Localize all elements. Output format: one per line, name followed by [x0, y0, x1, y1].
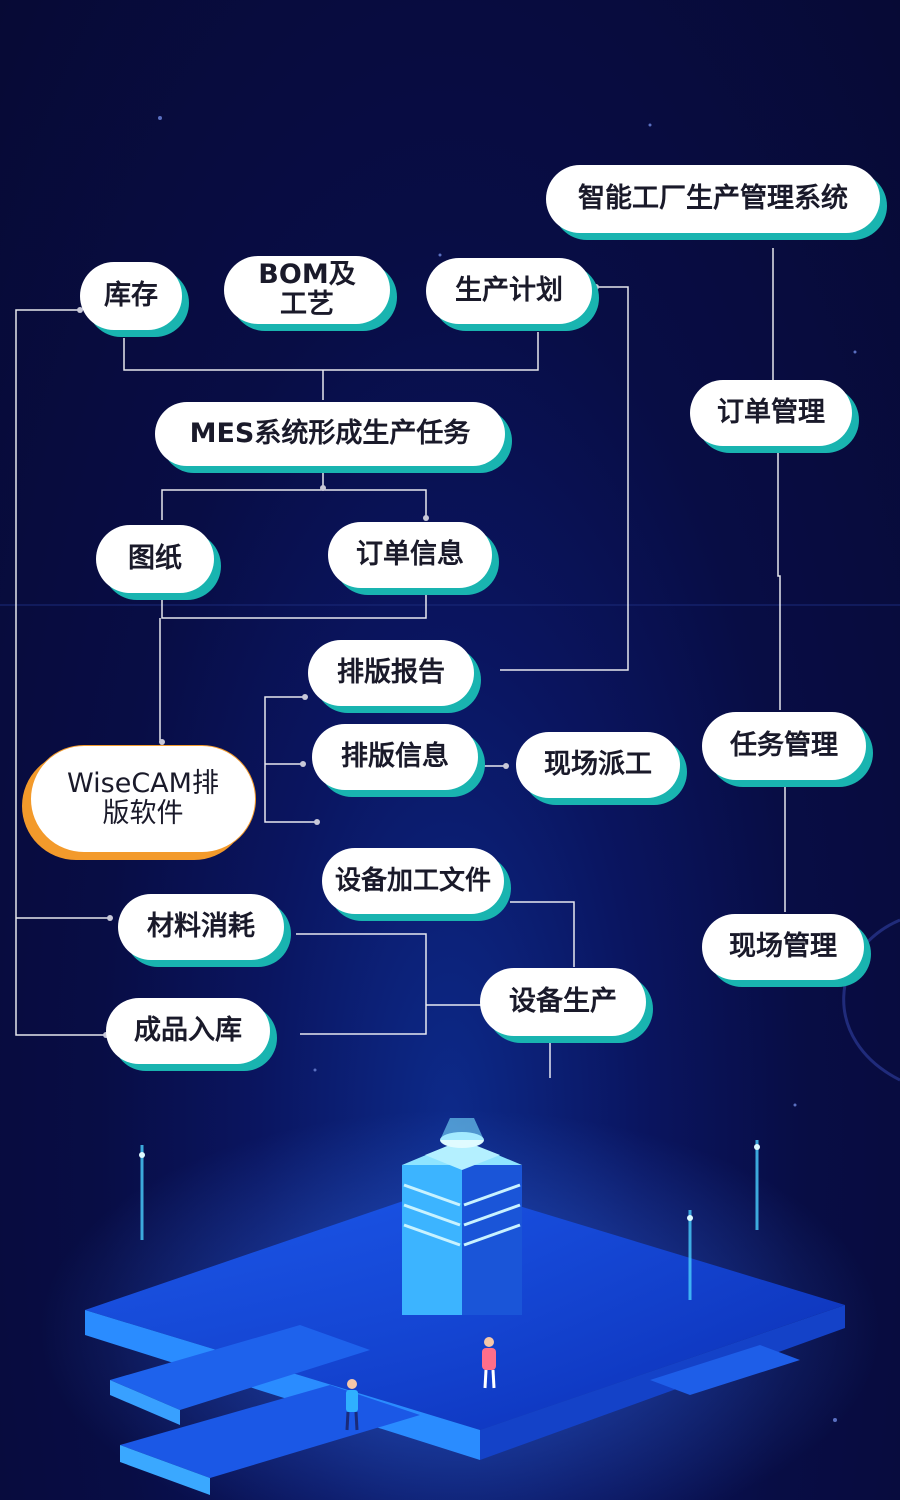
connector-dots	[77, 284, 599, 1038]
node-wisecam-line2: 版软件	[102, 798, 184, 829]
node-production-plan: 生产计划	[426, 258, 592, 324]
node-finished-storage: 成品入库	[106, 998, 270, 1064]
node-bom-line2: 工艺	[280, 289, 334, 320]
node-task-management: 任务管理	[702, 712, 866, 780]
node-bom-line1: BOM及	[258, 259, 356, 291]
node-nesting-info: 排版信息	[312, 724, 478, 790]
node-nesting-report: 排版报告	[308, 640, 474, 706]
node-smart-factory-system: 智能工厂生产管理系统	[546, 165, 880, 233]
people-figures	[345, 1337, 496, 1431]
node-mes-task: MES系统形成生产任务	[155, 402, 505, 466]
node-drawing: 图纸	[96, 525, 214, 593]
node-onsite-dispatch: 现场派工	[516, 732, 680, 798]
node-bom-process: BOM及 工艺	[224, 256, 390, 324]
light-poles	[139, 1140, 760, 1300]
server-tower	[402, 1118, 522, 1315]
connector-lines	[15, 248, 786, 1078]
node-order-management: 订单管理	[690, 380, 852, 446]
node-wisecam-line1: WiseCAM排	[67, 768, 219, 800]
node-inventory: 库存	[80, 262, 182, 330]
node-order-info: 订单信息	[328, 522, 492, 588]
node-onsite-management: 现场管理	[702, 914, 864, 980]
node-equipment-production: 设备生产	[480, 968, 646, 1036]
node-wisecam-software: WiseCAM排 版软件	[30, 745, 256, 853]
node-material-consumption: 材料消耗	[118, 894, 284, 960]
node-equipment-file: 设备加工文件	[322, 848, 504, 914]
